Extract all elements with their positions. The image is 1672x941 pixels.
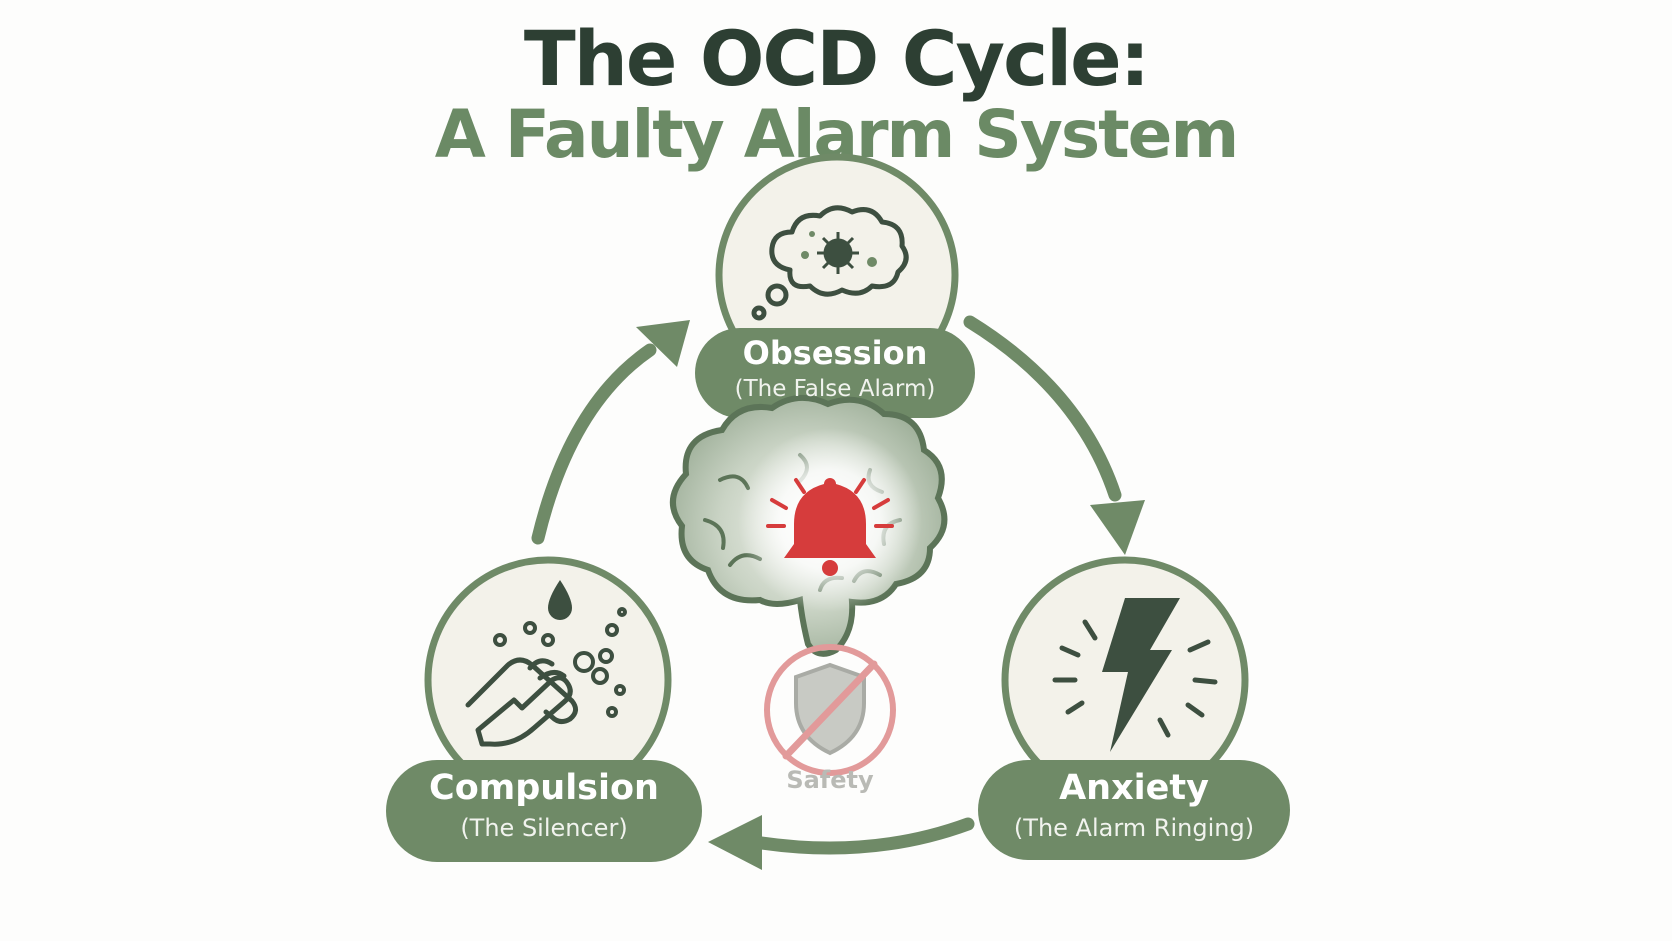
node-compulsion [386,556,702,862]
arrowhead-compulsion [708,815,762,870]
node-obsession [695,153,975,418]
alarm-rays-icon [1052,619,1218,738]
brain-alarm-bell-icon [670,395,948,657]
compulsion-label: Compulsion [429,768,659,808]
compulsion-label-group: Compulsion (The Silencer) [386,768,702,842]
obsession-label-group: Obsession (The False Alarm) [695,334,975,402]
hand-washing-icon [465,657,578,747]
water-drop-icon [548,580,572,620]
thought-cloud-germ-icon [751,205,909,321]
node-anxiety [978,556,1290,860]
compulsion-sublabel: (The Silencer) [460,814,628,842]
arrow-obsession-to-anxiety [963,315,1122,502]
obsession-sublabel: (The False Alarm) [734,376,936,402]
arrow-compulsion-to-obsession [531,343,657,545]
germ-icon [801,231,877,274]
anxiety-label-group: Anxiety (The Alarm Ringing) [978,768,1290,842]
arrowhead-obsession [636,320,690,367]
soap-bubbles-icon [493,607,627,718]
bell-ring-lines-icon [766,478,894,528]
arrowhead-anxiety [1090,500,1145,555]
alarm-bell-icon [784,478,876,576]
crossed-out-shield-icon [764,644,896,776]
anxiety-sublabel: (The Alarm Ringing) [1013,814,1255,842]
arrow-anxiety-to-compulsion [748,817,975,855]
safety-label: Safety [786,766,874,794]
title-line-1: The OCD Cycle: [523,14,1150,103]
anxiety-label: Anxiety [1059,768,1209,808]
obsession-label: Obsession [742,334,928,372]
lightning-bolt-icon [1102,598,1180,752]
